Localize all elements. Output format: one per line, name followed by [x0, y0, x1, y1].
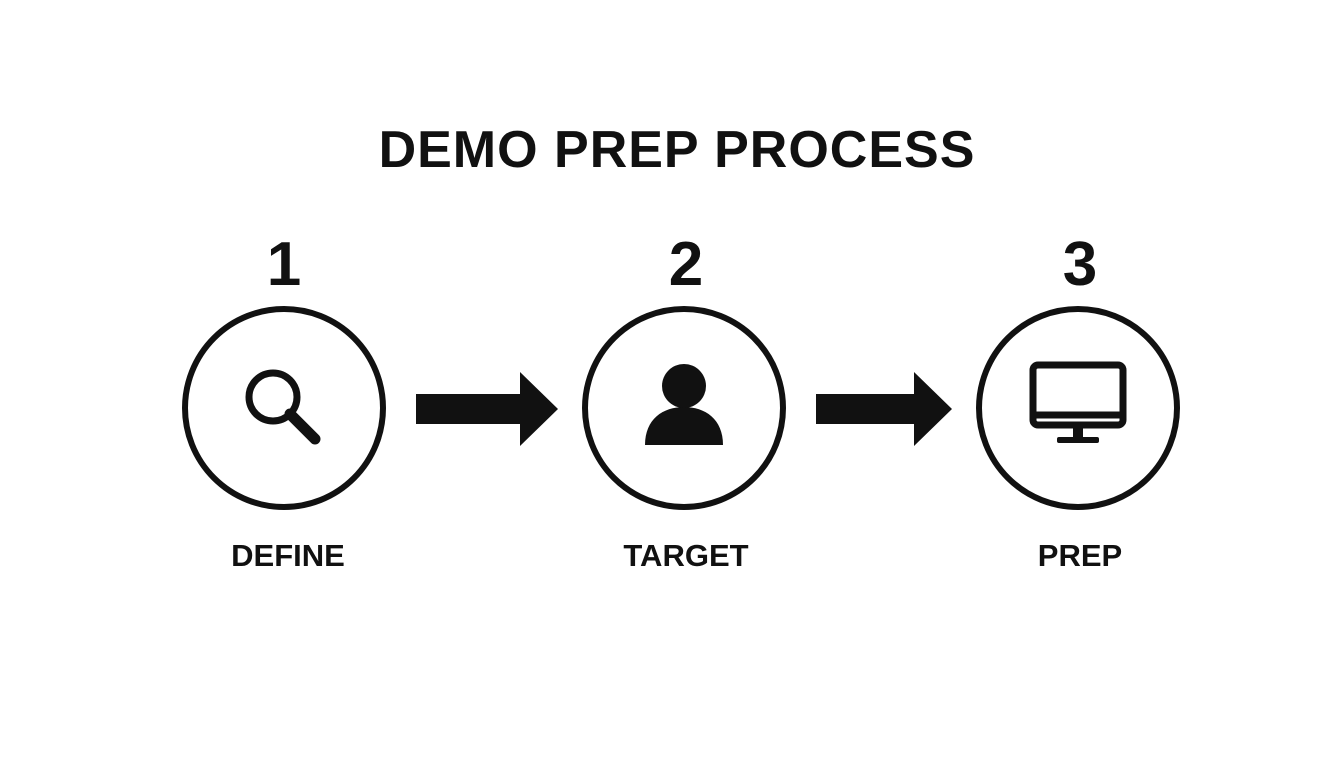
person-icon: [645, 364, 723, 445]
step-3-number: 3: [1062, 230, 1098, 299]
step-1-label: DEFINE: [231, 538, 345, 573]
step-3-circle: [976, 306, 1180, 510]
step-2-circle: [582, 306, 786, 510]
step-3-label: PREP: [1037, 538, 1123, 573]
search-icon: [245, 369, 321, 445]
arrow-right-icon: [816, 372, 952, 446]
step-2-label: TARGET: [623, 538, 749, 573]
step-1-number: 1: [266, 230, 302, 299]
diagram-title: DEMO PREP PROCESS: [378, 121, 976, 179]
arrow-right-icon: [416, 372, 558, 446]
step-1-circle: [182, 306, 386, 510]
monitor-icon: [1029, 361, 1127, 443]
step-2-number: 2: [668, 230, 704, 299]
